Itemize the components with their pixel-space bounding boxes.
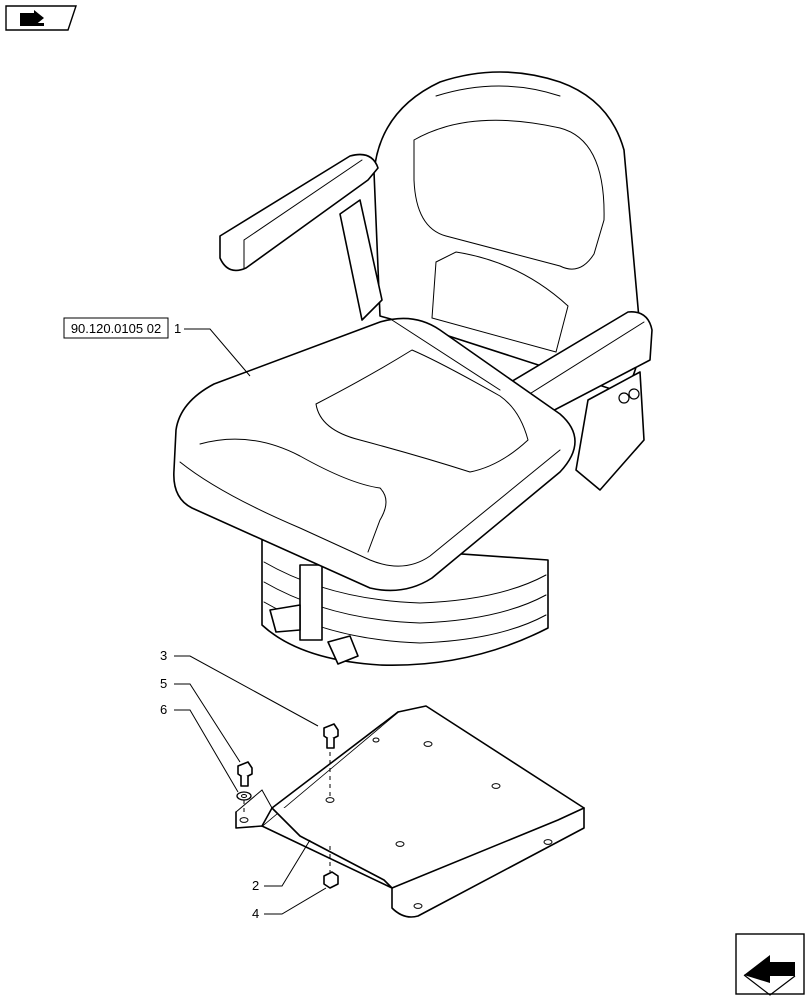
next-page-arrow-icon[interactable]	[735, 933, 805, 996]
callout-1-leader	[184, 328, 251, 377]
callout-5-leader	[174, 683, 241, 763]
mounting-plate	[235, 705, 585, 918]
callout-3-label: 3	[160, 648, 167, 663]
callout-2-leader	[264, 839, 311, 887]
callout-5-label: 5	[160, 676, 167, 691]
reference-callout-box[interactable]: 90.120.0105 02	[63, 317, 169, 339]
callout-6-leader	[174, 709, 239, 793]
callout-3-leader	[174, 655, 319, 727]
seat-assembly	[173, 71, 653, 667]
nut-4	[323, 846, 339, 889]
washer-6	[236, 791, 252, 816]
reference-code: 90.120.0105 02	[71, 321, 161, 336]
callout-4-leader	[264, 887, 327, 915]
callout-4-label: 4	[252, 906, 259, 921]
forward-arrow-nav-icon[interactable]	[5, 5, 77, 31]
callout-2-label: 2	[252, 878, 259, 893]
bolt-5	[237, 761, 253, 787]
callout-1-label: 1	[174, 321, 181, 336]
callout-6-label: 6	[160, 702, 167, 717]
bolt-3	[323, 723, 339, 800]
